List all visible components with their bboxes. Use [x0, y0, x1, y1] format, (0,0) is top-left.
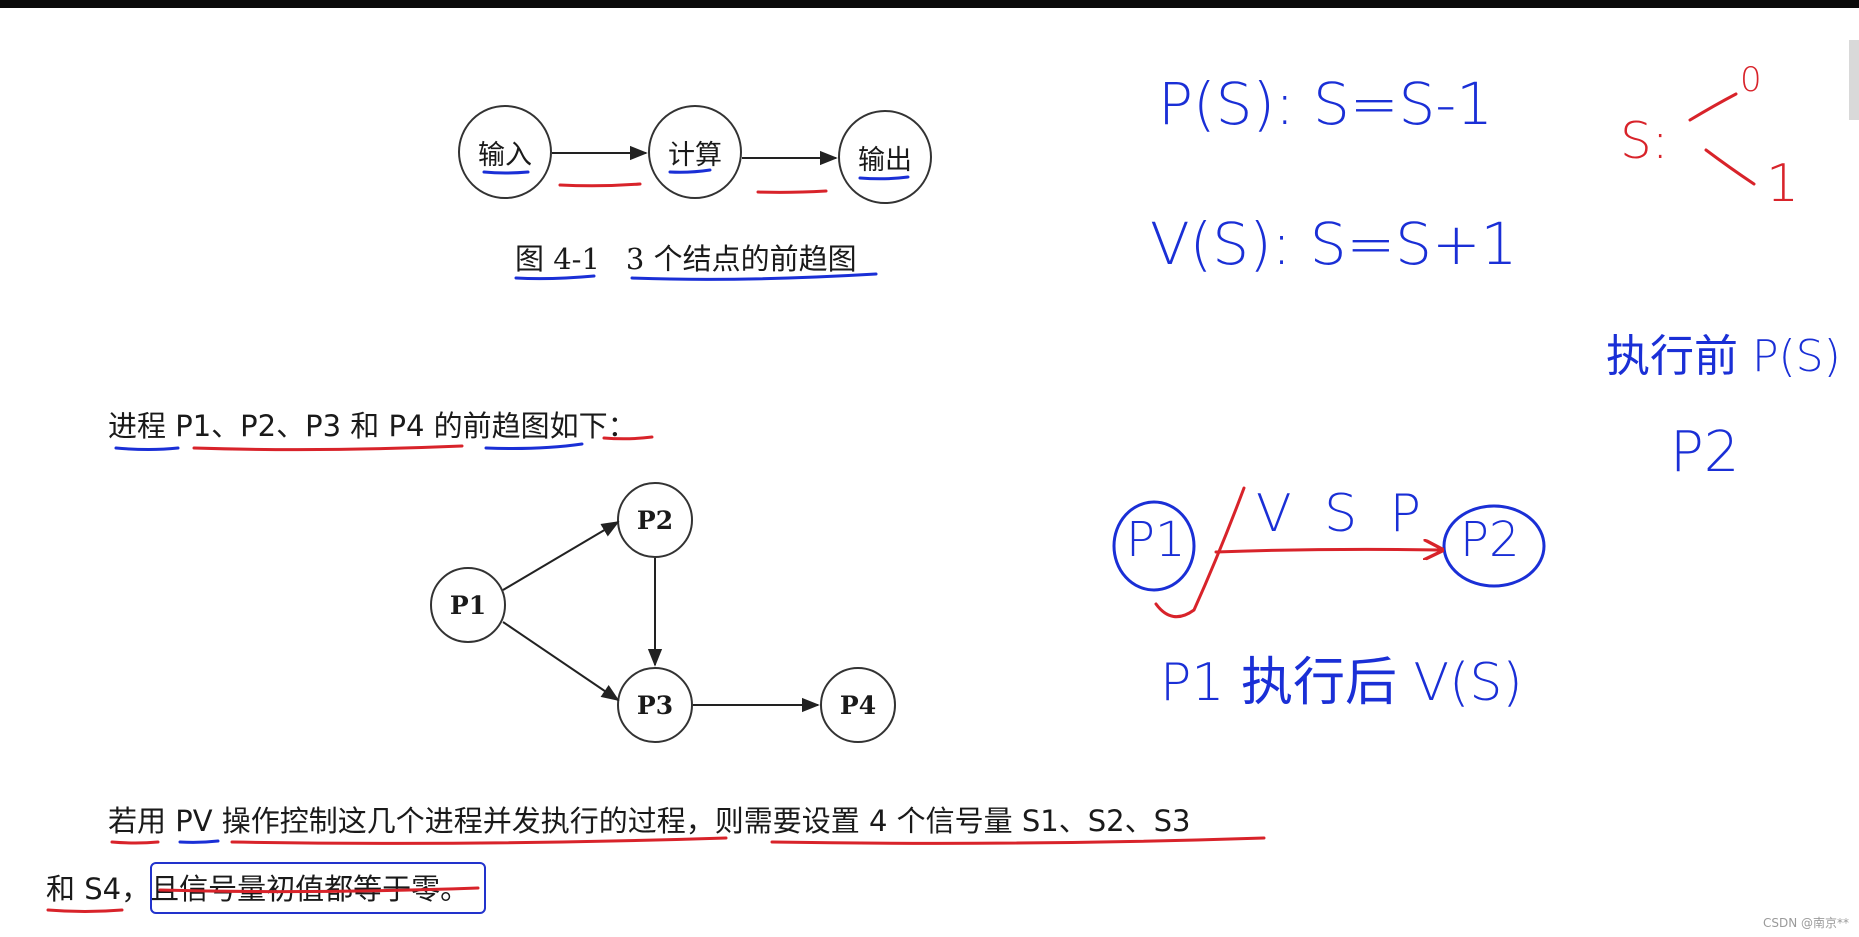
underline-red [46, 908, 124, 913]
note-v-definition: V(S): S=S+1 [1150, 210, 1518, 278]
underline-blue [484, 442, 584, 450]
underline-blue [178, 839, 220, 844]
node-input: 输入 [458, 105, 552, 199]
note-s-zero: 0 [1740, 60, 1762, 100]
underline-blue [858, 175, 910, 181]
underline-red [192, 444, 464, 452]
intro-text: 进程 P1、P2、P3 和 P4 的前趋图如下： [108, 409, 637, 443]
underline-red [558, 182, 642, 188]
branch-line [1688, 92, 1738, 122]
underline-blue [114, 446, 180, 451]
underline-red [158, 886, 480, 894]
note-p2: P2 [1670, 420, 1740, 485]
note-s-label: S: [1620, 112, 1669, 170]
note-p-definition: P(S): S=S-1 [1158, 70, 1494, 138]
node-label: P4 [839, 690, 877, 720]
underline-red [770, 836, 1266, 845]
arrow-p1-p3 [502, 621, 620, 702]
node-label: 计算 [668, 139, 722, 171]
diagram-arrow-label: V S P [1256, 484, 1429, 544]
underline-red [602, 435, 654, 441]
paragraph-line-1: 若用 PV 操作控制这几个进程并发执行的过程，则需要设置 4 个信号量 S1、S… [108, 804, 1191, 838]
underline-blue [514, 274, 596, 281]
node-label: 输出 [858, 144, 912, 176]
highlight-box [150, 862, 486, 914]
node-label: P1 [449, 590, 487, 620]
arrow-p1-p2 [502, 521, 620, 591]
node-p1: P1 [430, 567, 506, 643]
checkmark [1154, 486, 1246, 619]
node-label: P3 [636, 690, 674, 720]
watermark: CSDN @南京** [1762, 916, 1849, 930]
circle-p1 [1112, 500, 1196, 592]
node-compute: 计算 [648, 105, 742, 199]
note-s-one: 1 [1766, 154, 1800, 214]
underline-red [230, 836, 728, 845]
arrow-red [1214, 549, 1440, 552]
diagram-p2-label: P2 [1460, 512, 1520, 568]
underline-blue [668, 168, 712, 174]
node-p3: P3 [617, 667, 693, 743]
underline-red [110, 840, 160, 845]
underline-blue [630, 272, 878, 281]
caption-number: 图 4-1 [515, 242, 600, 276]
scrollbar[interactable] [1849, 40, 1859, 120]
node-output: 输出 [838, 110, 932, 204]
node-label: P2 [636, 505, 674, 535]
node-p2: P2 [617, 482, 693, 558]
caption-text: 3 个结点的前趋图 [625, 242, 857, 276]
branch-line [1704, 148, 1756, 186]
underline-blue [482, 170, 530, 175]
node-p4: P4 [820, 667, 896, 743]
node-label: 输入 [478, 139, 532, 171]
note-exec-before: 执行前 P(S) [1606, 331, 1841, 382]
diagram-p1-label: P1 [1126, 512, 1186, 568]
window-top-bar [0, 0, 1859, 8]
underline-red [756, 189, 828, 194]
note-after: P1 执行后 V(S) [1160, 653, 1523, 713]
figure-caption: 图 4-1 3 个结点的前趋图 [515, 236, 857, 278]
